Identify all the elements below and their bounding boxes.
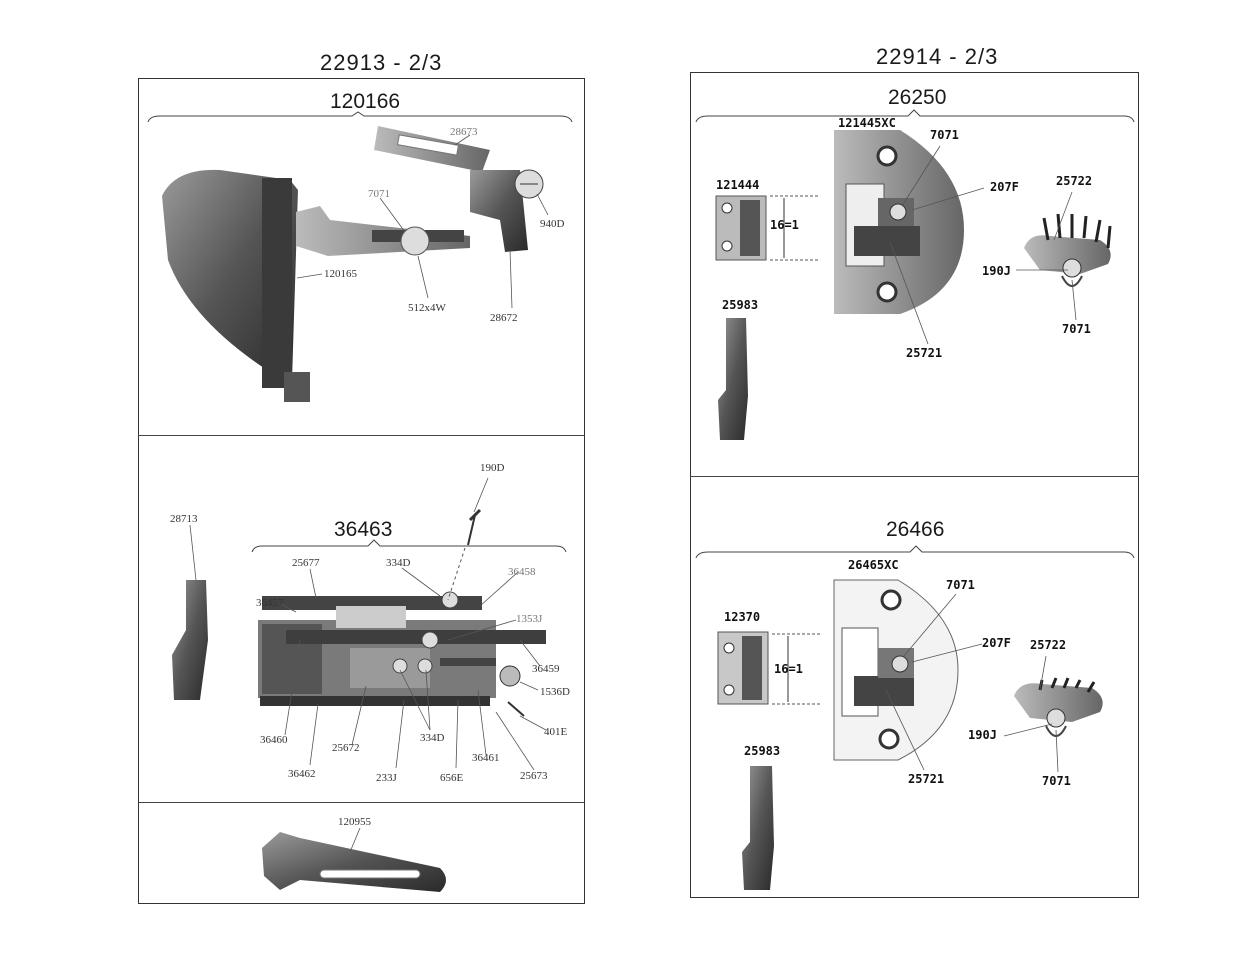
part-label: 401E (544, 726, 568, 738)
part-label: 334D (420, 732, 445, 744)
part-label: 7071 (946, 578, 975, 592)
brace-120166 (147, 111, 573, 123)
part-label: 190J (968, 728, 997, 742)
part-label: 7071 (1062, 322, 1091, 336)
part-label: 28673 (450, 126, 478, 138)
throat-plate-26250 (715, 130, 1112, 440)
leader-lines-top-right (889, 145, 1077, 345)
leader-lines-bottom-right (885, 593, 1059, 773)
right-page-frame (690, 72, 1139, 898)
part-label: 940D (540, 218, 565, 230)
part-label: 25721 (908, 772, 945, 786)
part-label: 656E (440, 772, 464, 784)
part-label: 25983 (744, 744, 781, 758)
part-label: 190J (982, 264, 1011, 278)
assembly-number-26466: 26466 (886, 518, 945, 541)
assembly-number-120166: 120166 (330, 90, 401, 113)
right-page-header: 22914 - 2/3 (876, 44, 999, 69)
part-label: 28672 (490, 312, 518, 324)
assembly-number-26250: 26250 (888, 86, 947, 109)
part-label: 7071 (1042, 774, 1071, 788)
part-label: 121444 (716, 178, 760, 192)
part-label: 7071 (930, 128, 959, 142)
brace-36463 (251, 539, 567, 553)
left-page-header: 22913 - 2/3 (320, 50, 443, 75)
part-label: 36459 (532, 663, 560, 675)
part-label: 28713 (170, 513, 198, 525)
part-label: 190D (480, 462, 505, 474)
part-label: 207F (982, 636, 1011, 650)
leader-lines-middle-left (189, 477, 547, 771)
part-label: 1353J (516, 613, 543, 625)
left-page-frame (138, 78, 585, 904)
part-label: 12370 (724, 610, 761, 624)
binder-drawing (172, 508, 546, 717)
part-label: 25673 (520, 770, 548, 782)
part-label: 36458 (508, 566, 536, 578)
part-label: 16=1 (770, 218, 799, 232)
part-label: 16=1 (774, 662, 803, 676)
brace-26466 (695, 545, 1135, 559)
part-label: 36460 (260, 734, 288, 746)
throat-plate-26466 (717, 579, 1103, 890)
part-label: 25983 (722, 298, 759, 312)
leader-lines-top-left (296, 134, 549, 309)
part-label: 26465XC (848, 558, 899, 572)
assembly-number-36463: 36463 (334, 518, 393, 541)
part-label: 233J (376, 772, 397, 784)
part-label: 120165 (324, 268, 357, 280)
part-label: 25721 (906, 346, 943, 360)
hemmer-foot-drawing (162, 126, 544, 402)
part-label: 25722 (1056, 174, 1093, 188)
part-label: 121445XC (838, 116, 896, 130)
part-label: 25677 (292, 557, 320, 569)
part-label: 7071 (368, 188, 390, 200)
part-label: 512x4W (408, 302, 446, 314)
left-divider-1 (138, 435, 585, 436)
part-label: 1536D (540, 686, 570, 698)
part-label: 36462 (288, 768, 316, 780)
part-label: 334D (386, 557, 411, 569)
part-label: 25672 (332, 742, 360, 754)
part-label: 207F (990, 180, 1019, 194)
left-divider-2 (138, 802, 585, 803)
part-label: 36461 (472, 752, 500, 764)
brace-26250 (695, 109, 1135, 123)
right-divider (690, 476, 1139, 477)
guide-drawing (262, 827, 446, 892)
part-label: 120955 (338, 816, 371, 828)
part-label: 25722 (1030, 638, 1067, 652)
part-label: 36457 (256, 597, 284, 609)
